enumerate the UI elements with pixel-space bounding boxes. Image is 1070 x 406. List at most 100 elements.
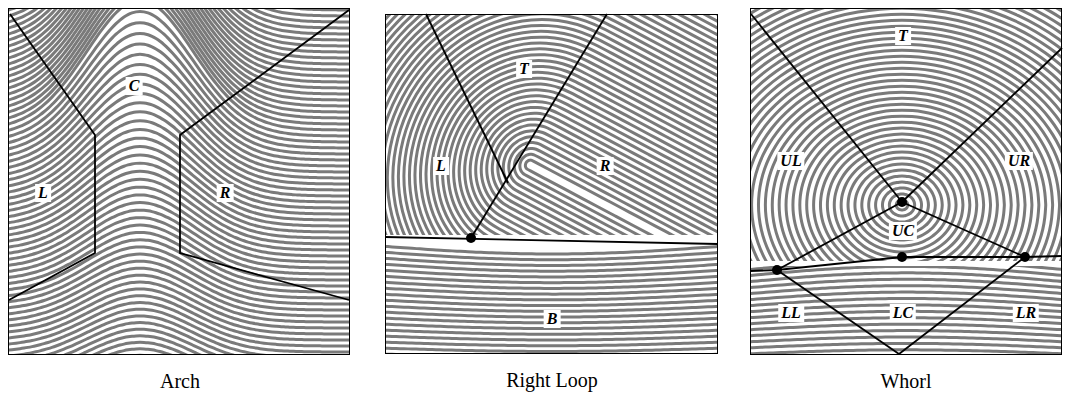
ridge: [751, 9, 1061, 261]
ridge: [751, 9, 1061, 261]
ridge: [386, 342, 717, 346]
ridge: [751, 68, 1060, 261]
ridge: [386, 15, 717, 235]
ridge: [386, 15, 717, 235]
ridge: [437, 66, 717, 235]
region-lines: [9, 10, 1062, 354]
region-label: L: [433, 157, 449, 175]
ridge: [751, 331, 1061, 336]
ridge: [751, 9, 1061, 261]
ridge: [386, 15, 717, 235]
fingerprint-panel: TLRBRight Loop: [385, 14, 718, 354]
ridge: [9, 316, 349, 354]
ridge: [9, 171, 349, 238]
ridge: [386, 15, 717, 235]
ridge: [751, 9, 1061, 261]
ridge: [751, 56, 1061, 261]
ridge: [841, 152, 963, 258]
ridge: [751, 14, 1061, 261]
ridge: [9, 187, 349, 250]
ridge: [827, 140, 976, 261]
fingerprint-panel: CLRArch: [8, 8, 350, 355]
region-label: UC: [889, 222, 917, 240]
ridge: [470, 102, 717, 235]
ridge: [386, 15, 717, 235]
ridge: [751, 9, 1061, 261]
ridge: [751, 20, 1061, 261]
ridge: [800, 116, 1005, 261]
region-label: LR: [1013, 304, 1039, 322]
ridge: [751, 9, 1061, 261]
ridge: [751, 9, 1061, 261]
ridge: [386, 15, 717, 235]
panel-caption: Right Loop: [506, 369, 598, 391]
ridge-group: [751, 9, 1061, 261]
ridge: [386, 276, 717, 283]
ridge-group: [751, 266, 1061, 354]
ridge: [386, 15, 717, 235]
ridge: [855, 164, 949, 246]
ridge: [386, 15, 717, 235]
region-label: UR: [1005, 152, 1033, 170]
region-label: R: [217, 184, 234, 202]
ridge: [386, 15, 717, 235]
ridge: [386, 15, 717, 235]
ridge: [386, 15, 717, 235]
ridge: [386, 15, 717, 235]
ridge: [386, 15, 717, 235]
ridge: [820, 134, 983, 261]
ridge: [454, 84, 717, 235]
ridge-group: [9, 9, 349, 354]
ridge: [751, 9, 1061, 261]
ridge: [386, 246, 717, 254]
ridge: [386, 15, 717, 235]
ridge: [386, 15, 717, 235]
ridge: [751, 50, 1061, 261]
ridge: [386, 15, 717, 235]
ridge: [882, 188, 921, 222]
ridge: [751, 343, 1061, 348]
ridge: [386, 294, 717, 300]
ridge: [751, 337, 1061, 342]
ridge: [386, 300, 717, 306]
ridge: [9, 349, 349, 354]
ridge: [386, 15, 717, 235]
region-label: R: [597, 157, 614, 175]
ridge: [793, 110, 1011, 261]
ridge: [386, 270, 717, 277]
ridge: [751, 9, 1061, 261]
ridge: [386, 288, 717, 294]
region-label: LL: [778, 304, 804, 322]
ridge: [751, 9, 1061, 261]
ridge: [779, 98, 1025, 261]
ridge: [751, 9, 1061, 261]
ridge: [386, 15, 717, 235]
region-label: LC: [890, 304, 916, 322]
ridge: [751, 9, 1061, 261]
region-label: C: [126, 77, 143, 95]
ridge: [386, 15, 717, 235]
ridge: [443, 72, 717, 235]
region-label: B: [544, 310, 561, 328]
ridge: [386, 258, 717, 265]
region-label: UL: [777, 152, 804, 170]
ridge: [862, 170, 942, 240]
ridge-group: [386, 15, 717, 235]
ridge: [751, 350, 1061, 354]
ridge: [386, 252, 717, 260]
panel-caption: Whorl: [880, 370, 931, 392]
ridge: [814, 128, 991, 261]
ridge: [386, 336, 717, 340]
ridge-group: [386, 246, 717, 353]
ridge: [751, 9, 1061, 261]
ridge: [807, 122, 998, 261]
ridge: [751, 9, 1061, 261]
ridge: [386, 15, 717, 235]
region-label: T: [516, 60, 532, 78]
ridge: [751, 44, 1061, 261]
region-label: T: [895, 27, 911, 45]
ridge: [751, 9, 1061, 261]
ridge: [386, 15, 717, 235]
ridge: [751, 26, 1061, 261]
